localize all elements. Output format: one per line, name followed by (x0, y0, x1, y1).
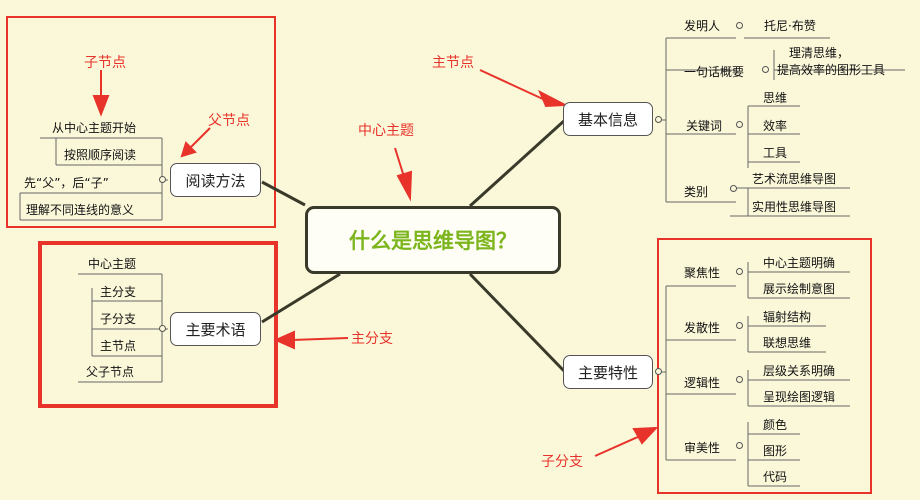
terms-item[interactable]: 子分支 (100, 312, 137, 326)
keyword-item[interactable]: 效率 (763, 119, 788, 133)
value-inventor[interactable]: 托尼·布赞 (764, 19, 816, 33)
collapse-toggle-inventor[interactable] (736, 22, 743, 29)
divergent-item[interactable]: 辐射结构 (763, 310, 812, 324)
collapse-toggle-terms[interactable] (159, 325, 166, 332)
aesthetic-item[interactable]: 颜色 (763, 418, 788, 432)
branch-lines (19, 37, 905, 487)
reading-item[interactable]: 先“父”，后“子” (24, 176, 109, 190)
divergent-item[interactable]: 联想思维 (763, 336, 812, 350)
trunk-terms (261, 272, 341, 324)
trunk-reading (261, 180, 306, 207)
main-node-features[interactable]: 主要特性 (563, 355, 653, 389)
category-item[interactable]: 实用性思维导图 (752, 200, 837, 214)
value-summary-line1[interactable]: 理清思维， (789, 46, 850, 60)
label-category[interactable]: 类别 (684, 185, 709, 199)
focus-item[interactable]: 展示绘制意图 (763, 282, 836, 296)
annotation-arrows (92, 69, 659, 457)
collapse-toggle-keywords[interactable] (736, 121, 743, 128)
annotation-center-topic: 中心主题 (358, 123, 414, 139)
annotation-parent-node: 父节点 (208, 113, 250, 129)
main-node-reading[interactable]: 阅读方法 (170, 163, 261, 197)
label-logic[interactable]: 逻辑性 (684, 376, 721, 390)
main-node-terms[interactable]: 主要术语 (170, 312, 261, 346)
terms-item[interactable]: 主分支 (100, 285, 137, 299)
reading-item[interactable]: 从中心主题开始 (52, 121, 137, 135)
label-keywords[interactable]: 关键词 (686, 119, 723, 133)
label-divergent[interactable]: 发散性 (684, 321, 721, 335)
main-node-basic-info[interactable]: 基本信息 (563, 102, 653, 136)
terms-highlight-box (38, 241, 278, 408)
collapse-toggle-aesthetic[interactable] (736, 442, 743, 449)
terms-item[interactable]: 主节点 (100, 339, 137, 353)
keyword-item[interactable]: 工具 (763, 146, 788, 160)
collapse-toggle-focus[interactable] (736, 268, 743, 275)
keyword-item[interactable]: 思维 (763, 91, 788, 105)
reading-item[interactable]: 理解不同连线的意义 (26, 203, 135, 217)
collapse-toggle-basic[interactable] (655, 116, 662, 123)
label-focus[interactable]: 聚焦性 (684, 266, 721, 280)
trunk-basic (468, 118, 567, 208)
trunk-features (468, 272, 567, 374)
terms-item[interactable]: 父子节点 (86, 365, 135, 379)
annotation-sub-branch: 子分支 (541, 454, 583, 470)
collapse-toggle-divergent[interactable] (736, 322, 743, 329)
collapse-toggle-features[interactable] (655, 368, 662, 375)
logic-item[interactable]: 呈现绘图逻辑 (763, 390, 836, 404)
category-item[interactable]: 艺术流思维导图 (752, 172, 837, 186)
reading-highlight-box (6, 16, 276, 228)
collapse-toggle-category[interactable] (730, 185, 737, 192)
reading-item[interactable]: 按照顺序阅读 (64, 148, 137, 162)
aesthetic-item[interactable]: 图形 (763, 444, 788, 458)
annotation-main-branch: 主分支 (351, 331, 393, 347)
trunk-lines (261, 118, 567, 374)
focus-item[interactable]: 中心主题明确 (763, 256, 836, 270)
collapse-toggle-reading[interactable] (159, 176, 166, 183)
collapse-toggle-summary[interactable] (762, 66, 769, 73)
label-inventor[interactable]: 发明人 (684, 19, 721, 33)
collapse-toggle-logic[interactable] (736, 376, 743, 383)
label-summary[interactable]: 一句话概要 (684, 65, 745, 79)
center-topic[interactable]: 什么是思维导图？ (305, 206, 561, 274)
aesthetic-item[interactable]: 代码 (763, 470, 788, 484)
annotation-child-node: 子节点 (84, 55, 126, 71)
value-summary-line2[interactable]: 提高效率的图形工具 (777, 63, 886, 77)
logic-item[interactable]: 层级关系明确 (763, 364, 836, 378)
features-highlight-box (657, 238, 872, 494)
annotation-main-node: 主节点 (432, 55, 474, 71)
terms-item[interactable]: 中心主题 (88, 257, 137, 271)
label-aesthetic[interactable]: 审美性 (684, 441, 721, 455)
